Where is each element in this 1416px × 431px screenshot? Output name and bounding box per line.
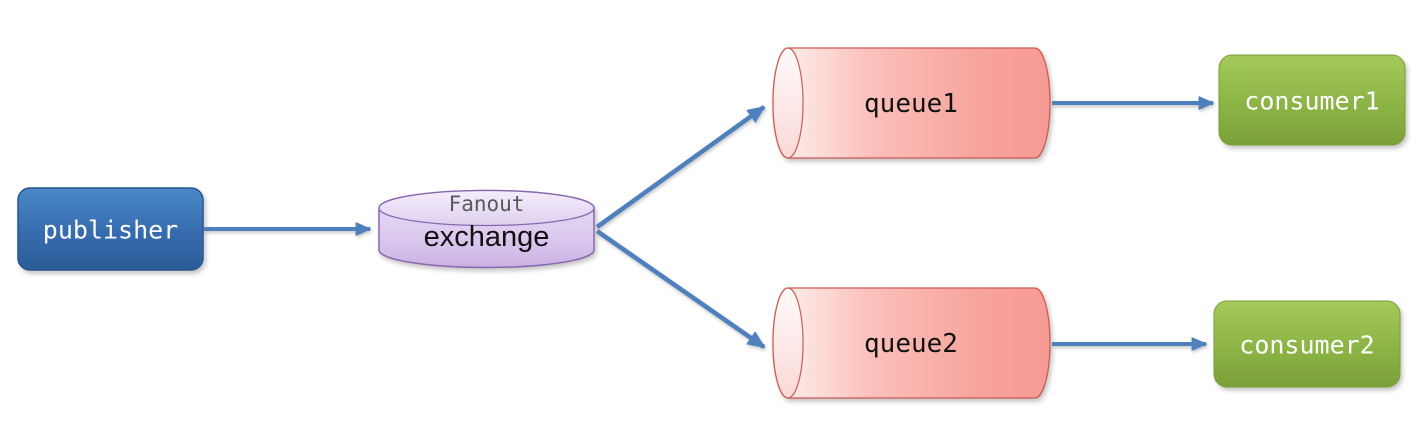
- queue1-node: queue1: [772, 47, 1051, 159]
- queue2-node: queue2: [772, 287, 1051, 399]
- queue1-cylinder-cap: [772, 47, 804, 159]
- consumer2-label: consumer2: [1239, 331, 1374, 360]
- edge-exchange-queue2: [595, 229, 766, 349]
- exchange-node: Fanout exchange: [378, 189, 595, 269]
- queue2-cylinder-cap: [772, 287, 804, 399]
- exchange-label: exchange: [424, 221, 550, 253]
- exchange-type-label: Fanout: [449, 192, 525, 216]
- queue2-label: queue2: [864, 329, 958, 359]
- queue1-label: queue1: [864, 89, 958, 119]
- exchange-cylinder-top: [378, 189, 595, 227]
- edge-exchange-queue1: [595, 105, 766, 229]
- publisher-node: publisher: [17, 187, 204, 271]
- consumer1-node: consumer1: [1218, 54, 1406, 146]
- consumer1-label: consumer1: [1244, 87, 1379, 116]
- publisher-label: publisher: [43, 216, 178, 245]
- consumer2-node: consumer2: [1213, 300, 1401, 388]
